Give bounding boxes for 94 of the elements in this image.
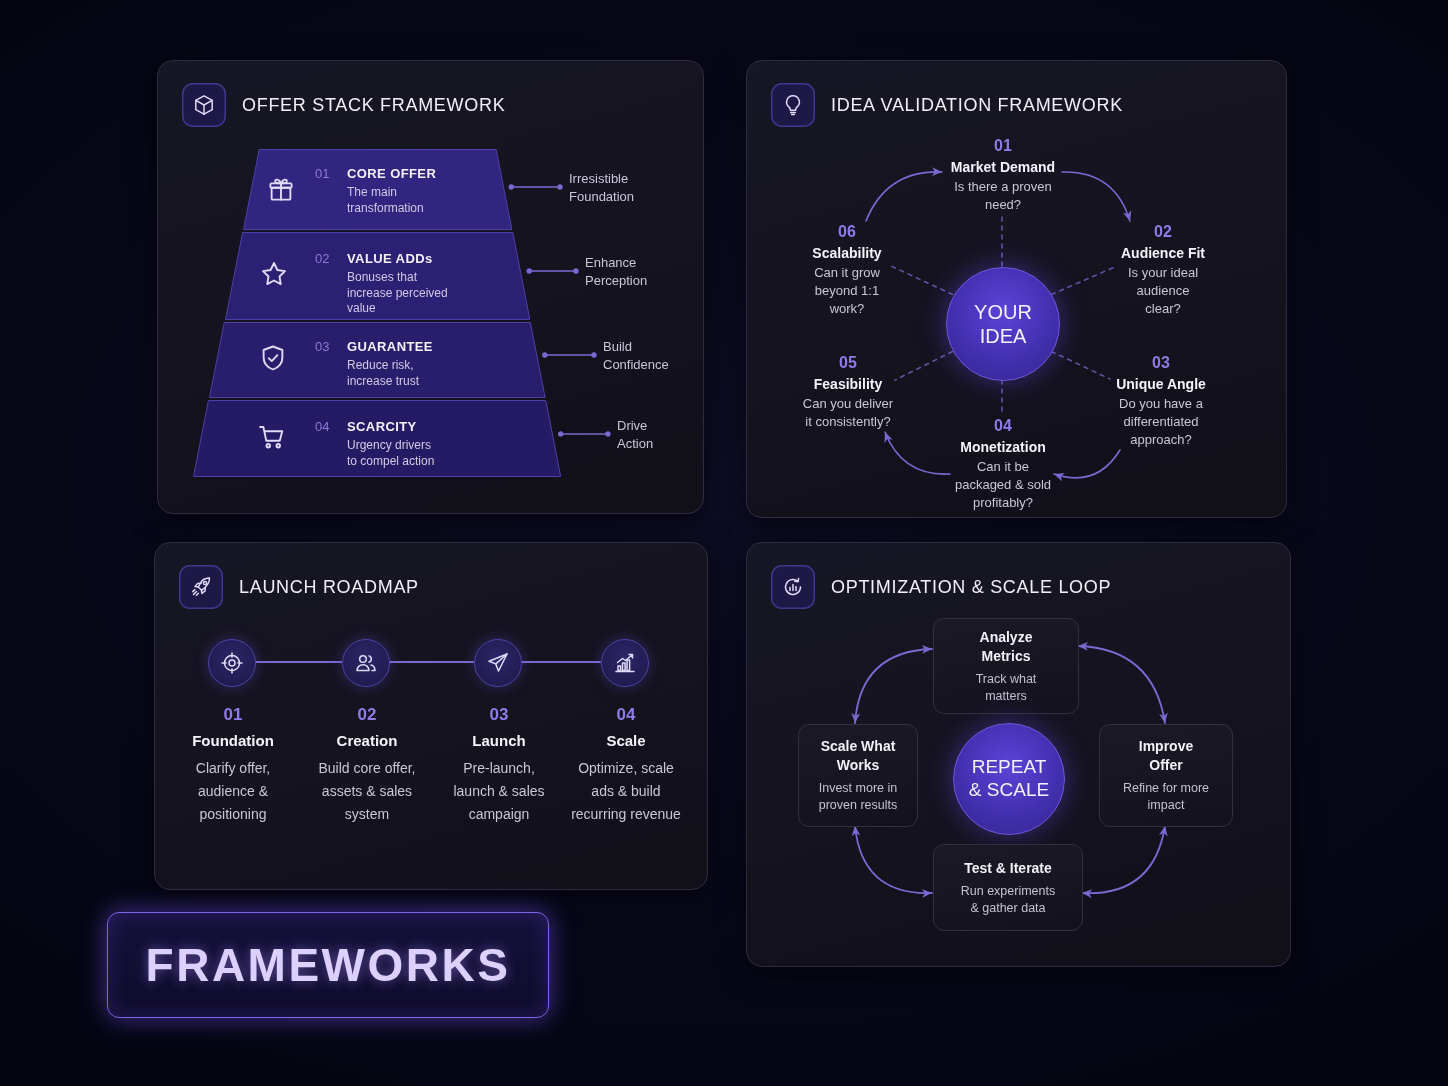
panel-card: [746, 542, 1291, 967]
step-question: Can it be packaged & sold profitably?: [953, 458, 1053, 512]
card-description: Refine for more impact: [1121, 780, 1211, 814]
double-headed-arrow: [1077, 642, 1168, 724]
double-headed-arrow: [852, 825, 933, 898]
step-question: Do you have a differentiated approach?: [1118, 395, 1204, 449]
card-title: Improve Offer: [1137, 737, 1195, 775]
pyramid-tier: [209, 322, 546, 398]
double-headed-arrow: [1081, 825, 1168, 898]
benefit-label: Enhance Perception: [585, 254, 648, 290]
card-description: Run experiments & gather data: [959, 882, 1057, 917]
card-title: Analyze Metrics: [978, 627, 1034, 666]
milestone-description: Build core offer, assets & sales system: [317, 759, 417, 824]
timeline-line: [254, 661, 342, 663]
hub-label: REPEAT & SCALE: [967, 756, 1051, 802]
step-number: 04: [994, 416, 1012, 436]
hub-circle: [953, 723, 1065, 835]
card-description: Invest more in proven results: [817, 780, 899, 814]
step-title: Scalability: [812, 244, 882, 263]
milestone-number: 04: [616, 705, 636, 725]
tier-description: Urgency drivers to compel action: [347, 438, 436, 469]
tier-description: Reduce risk, increase trust: [347, 358, 420, 389]
curved-arrow: [1061, 171, 1131, 222]
panel-title: OPTIMIZATION & SCALE LOOP: [831, 576, 1112, 599]
milestone-number: 01: [223, 705, 243, 725]
panel-card: [154, 542, 708, 890]
step-number: 03: [1152, 353, 1170, 373]
step-number: 05: [839, 353, 857, 373]
milestone-title: Creation: [336, 731, 398, 751]
double-headed-arrow: [851, 645, 933, 724]
timeline-line: [520, 661, 601, 663]
loop-step-card: [1099, 724, 1233, 827]
step-title: Market Demand: [950, 158, 1056, 177]
step-question: Is there a proven need?: [953, 178, 1053, 214]
panel-title: IDEA VALIDATION FRAMEWORK: [831, 94, 1123, 117]
panel-card: [157, 60, 704, 514]
card-title: Test & Iterate: [964, 858, 1052, 878]
milestone-description: Clarify offer, audience & positioning: [194, 759, 272, 824]
dashed-connector: [1050, 350, 1111, 380]
step-title: Feasibility: [813, 375, 883, 394]
milestone-number: 02: [357, 705, 377, 725]
card-description: Track what matters: [974, 670, 1038, 705]
tier-number: 01: [315, 165, 330, 182]
step-number: 02: [1154, 222, 1172, 242]
step-title: Audience Fit: [1121, 244, 1205, 263]
card-title: Scale What Works: [819, 737, 897, 775]
tier-number: 02: [315, 250, 330, 267]
leader-line: [557, 431, 611, 437]
curved-arrow: [884, 431, 951, 475]
pyramid-tier: [242, 149, 513, 230]
step-question: Can you deliver it consistently?: [801, 395, 895, 431]
hub-label: YOUR IDEA: [973, 300, 1033, 348]
tier-heading: GUARANTEE: [347, 338, 434, 355]
curved-arrow: [1053, 449, 1121, 481]
benefit-label: Drive Action: [617, 417, 654, 453]
step-title: Unique Angle: [1116, 375, 1206, 394]
leader-line: [508, 184, 563, 190]
tier-description: The main transformation: [347, 185, 425, 216]
curved-arrow: [865, 167, 943, 222]
tier-number: 03: [315, 338, 330, 355]
title-banner: FRAMEWORKS: [107, 912, 549, 1018]
benefit-label: Build Confidence: [603, 338, 669, 374]
timeline-line: [388, 661, 474, 663]
milestone-description: Pre-launch, launch & sales campaign: [452, 759, 546, 824]
pyramid-tier: [224, 232, 531, 320]
loop-step-card: [798, 724, 918, 827]
dashed-connector: [894, 350, 954, 381]
milestone-title: Scale: [606, 731, 646, 751]
milestone-title: Foundation: [192, 731, 274, 751]
step-question: Is your ideal audience clear?: [1126, 264, 1200, 318]
step-title: Monetization: [960, 438, 1046, 457]
step-number: 06: [838, 222, 856, 242]
tier-heading: CORE OFFER: [347, 165, 438, 182]
panel-card: [746, 60, 1287, 518]
step-question: Can it grow beyond 1:1 work?: [813, 264, 881, 318]
tier-heading: VALUE ADDs: [347, 250, 434, 267]
milestone-description: Optimize, scale ads & build recurring revenue: [570, 759, 682, 824]
pyramid-tier: [193, 400, 562, 477]
step-number: 01: [994, 136, 1012, 156]
milestone-number: 03: [489, 705, 509, 725]
milestone-title: Launch: [472, 731, 526, 751]
tier-description: Bonuses that increase perceived value: [347, 270, 449, 317]
dashed-connector: [1001, 214, 1003, 267]
tier-number: 04: [315, 418, 330, 435]
panel-title: LAUNCH ROADMAP: [239, 576, 419, 599]
dashed-connector: [890, 265, 954, 296]
loop-step-card: [933, 844, 1083, 931]
tier-heading: SCARCITY: [347, 418, 418, 435]
panel-title: OFFER STACK FRAMEWORK: [242, 94, 506, 117]
hub-circle: [946, 267, 1060, 381]
leader-line: [526, 268, 579, 274]
leader-line: [542, 352, 597, 358]
loop-step-card: [933, 618, 1079, 714]
benefit-label: Irresistible Foundation: [569, 170, 635, 206]
